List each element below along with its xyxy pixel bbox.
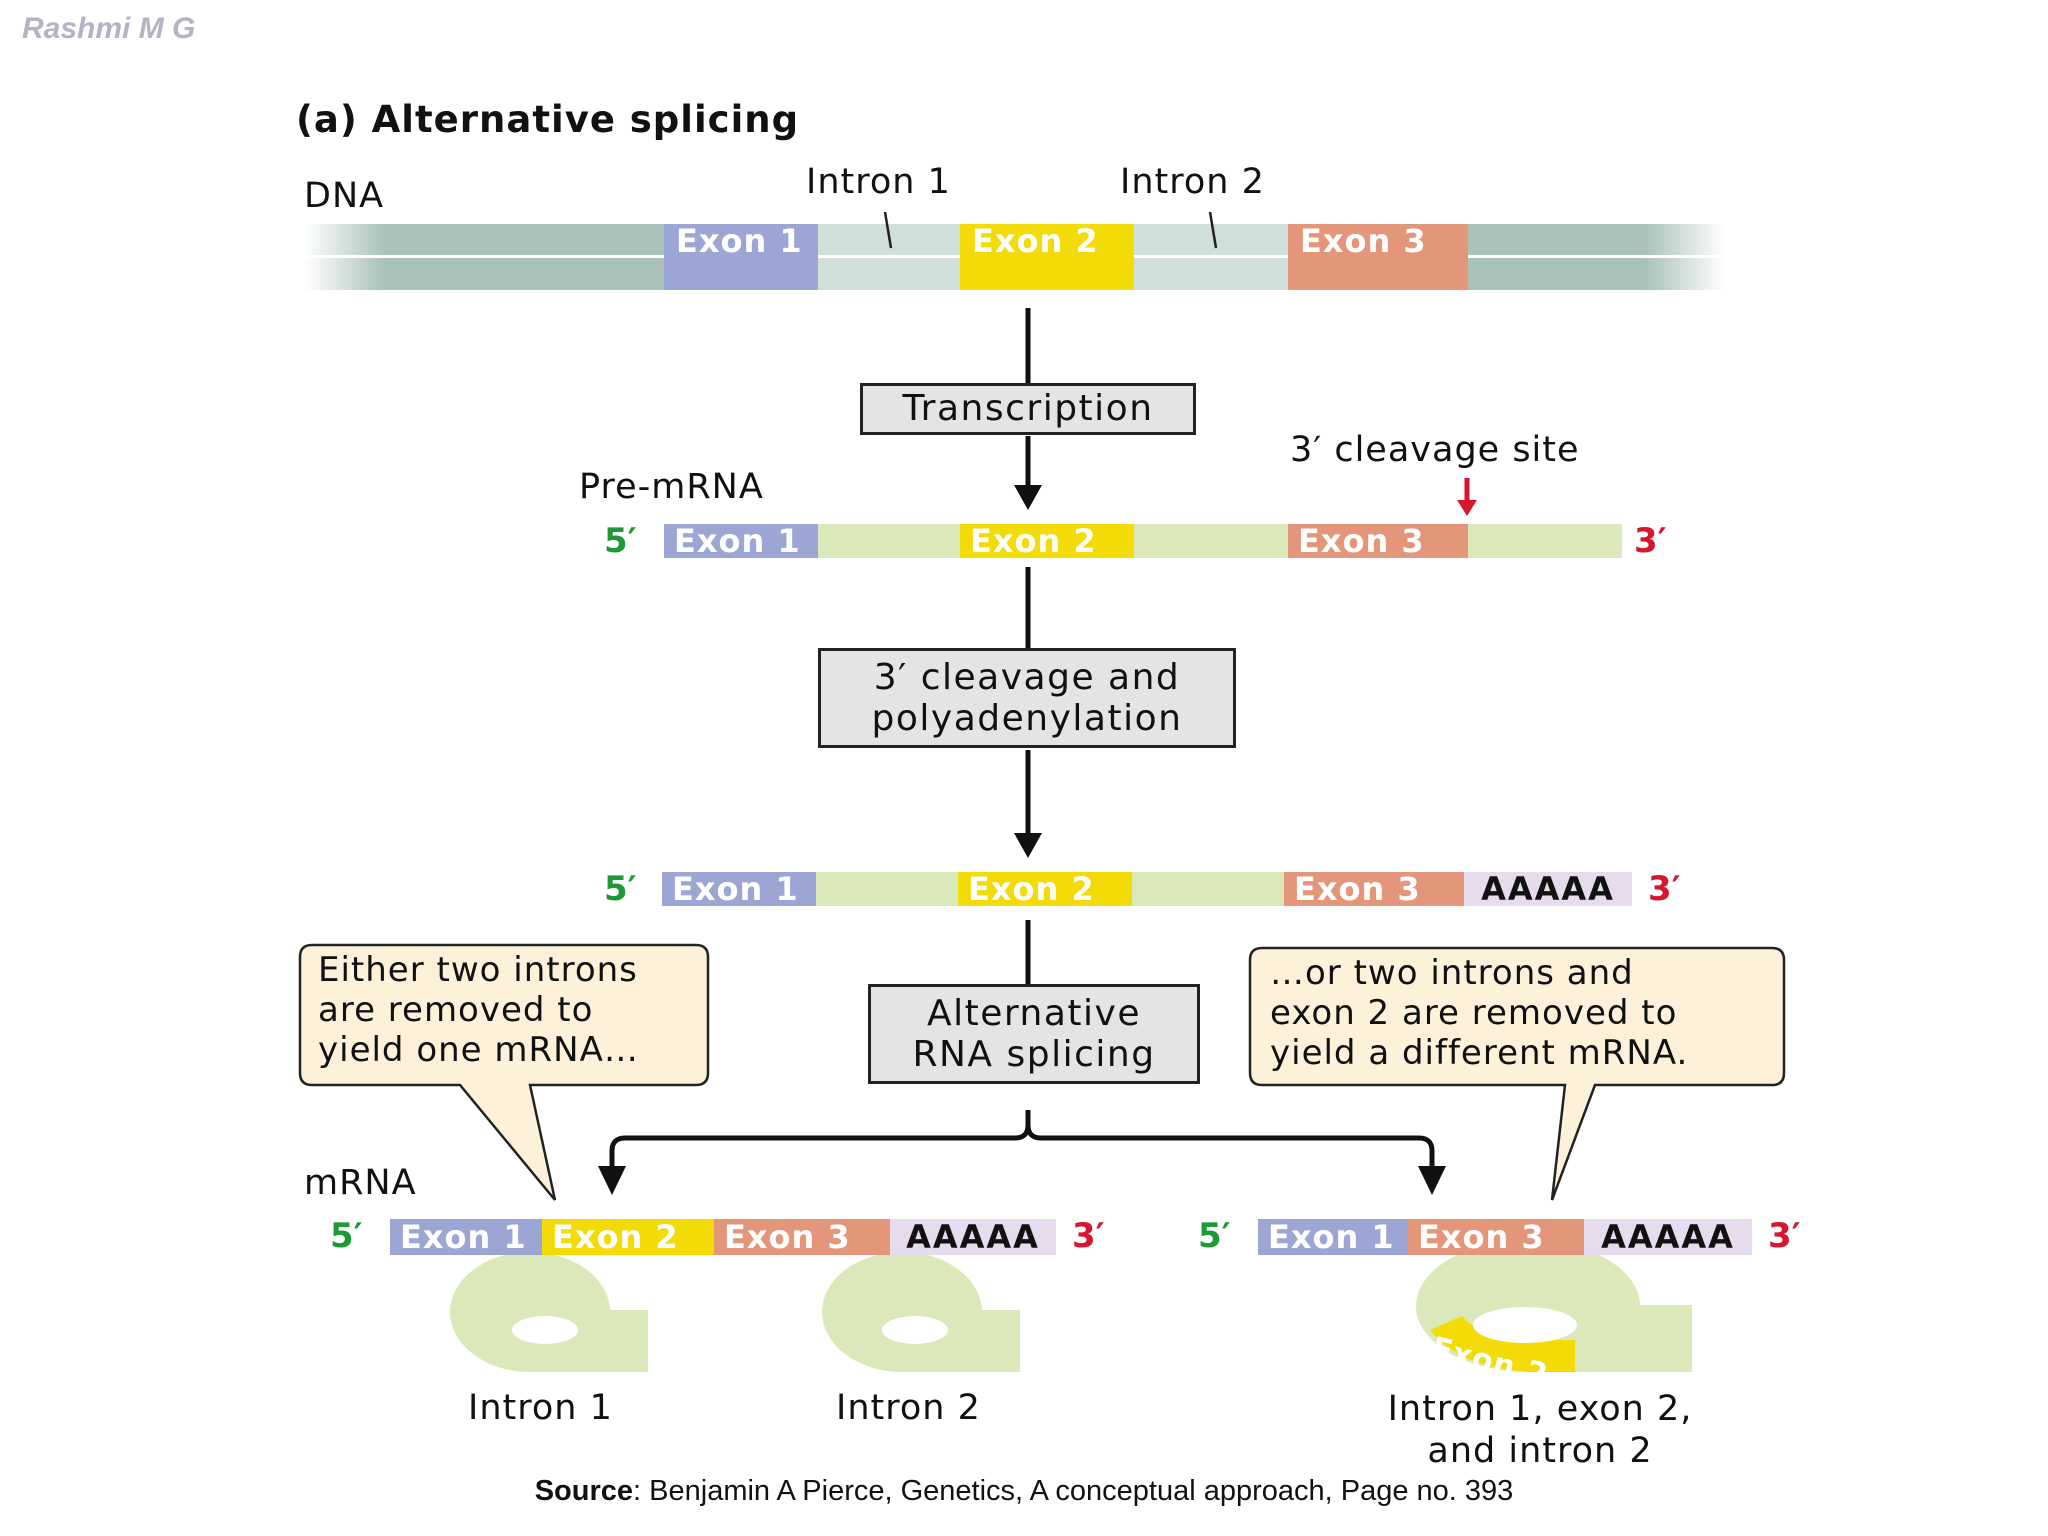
dna-exon3: Exon 3 xyxy=(1288,224,1468,290)
intron1-label: Intron 1 xyxy=(806,162,951,202)
mrna-left-exon3-text: Exon 3 xyxy=(724,1219,851,1255)
callout-left-line1: Either two introns xyxy=(318,950,638,990)
mrna-right-5prime: 5′ xyxy=(1198,1216,1231,1256)
intron2-label: Intron 2 xyxy=(1120,162,1265,202)
dna-exon1-text: Exon 1 xyxy=(676,224,803,260)
polyadenylated-exon3: Exon 3 xyxy=(1284,872,1464,906)
splicing-line1: Alternative xyxy=(926,993,1141,1034)
dna-exon2: Exon 2 xyxy=(960,224,1134,290)
cleavage-polyadenylation-box: 3′ cleavage and polyadenylation xyxy=(818,648,1236,748)
figure-title: (a) Alternative splicing xyxy=(296,98,800,141)
pre-mrna-label: Pre-mRNA xyxy=(579,467,764,507)
mrna-label: mRNA xyxy=(304,1163,417,1203)
source-citation: Source: Benjamin A Pierce, Genetics, A c… xyxy=(0,1475,2048,1508)
lariat-combined xyxy=(1416,1240,1692,1373)
source-text: : Benjamin A Pierce, Genetics, A concept… xyxy=(633,1475,1514,1507)
cleavage-line2: polyadenylation xyxy=(871,698,1183,739)
polyadenylated-exon2-text: Exon 2 xyxy=(968,872,1095,906)
mrna-right-exon1: Exon 1 xyxy=(1258,1219,1408,1255)
lariat-combined-line2: and intron 2 xyxy=(1427,1431,1653,1471)
polyadenylated-polya-tail: AAAAA xyxy=(1464,872,1632,906)
cleavage-line1: 3′ cleavage and xyxy=(873,657,1181,698)
transcription-box: Transcription xyxy=(860,383,1196,435)
polyadenylated-exon2: Exon 2 xyxy=(958,872,1132,906)
mrna-left-exon1: Exon 1 xyxy=(390,1219,542,1255)
mrna-left-3prime: 3′ xyxy=(1072,1216,1105,1256)
callout-left-text: Either two introns are removed to yield … xyxy=(318,950,639,1070)
polyadenylated-3prime: 3′ xyxy=(1648,869,1681,909)
lariat-intron2 xyxy=(822,1252,1020,1372)
pre-mrna-exon3-text: Exon 3 xyxy=(1298,524,1425,558)
callout-left-line3: yield one mRNA… xyxy=(318,1030,639,1070)
callout-right-shape xyxy=(1248,946,1786,1201)
callout-left-line2: are removed to xyxy=(318,990,594,1030)
pre-mrna-exon2: Exon 2 xyxy=(960,524,1134,558)
author-watermark: Rashmi M G xyxy=(22,12,196,45)
mrna-right-3prime: 3′ xyxy=(1768,1216,1801,1256)
dna-exon1: Exon 1 xyxy=(664,224,818,290)
splicing-line2: RNA splicing xyxy=(912,1034,1156,1075)
mrna-left-exon1-text: Exon 1 xyxy=(400,1219,527,1255)
transcription-text: Transcription xyxy=(902,388,1154,429)
pre-mrna-exon2-text: Exon 2 xyxy=(970,524,1097,558)
polyadenylated-exon1: Exon 1 xyxy=(662,872,816,906)
polyadenylated-5prime: 5′ xyxy=(604,869,637,909)
flow-arrows xyxy=(609,308,1435,1168)
dna-exon2-text: Exon 2 xyxy=(972,224,1099,260)
callout-right-line1: …or two introns and xyxy=(1270,953,1634,993)
cleavage-site-label: 3′ cleavage site xyxy=(1290,430,1580,470)
lariat-intron2-label: Intron 2 xyxy=(836,1388,981,1428)
alternative-splicing-box: Alternative RNA splicing xyxy=(868,984,1200,1084)
arrow-heads xyxy=(598,485,1446,1195)
source-prefix: Source xyxy=(534,1475,634,1507)
intron2-pointer xyxy=(1208,211,1218,249)
lariat-intron1-label: Intron 1 xyxy=(468,1388,613,1428)
mrna-right-exon1-text: Exon 1 xyxy=(1268,1219,1395,1255)
callout-right-text: …or two introns and exon 2 are removed t… xyxy=(1270,953,1688,1073)
callout-left-shape xyxy=(298,943,710,1201)
intron1-pointer xyxy=(883,211,893,249)
mrna-left-exon2: Exon 2 xyxy=(542,1219,714,1255)
polyadenylated-exon1-text: Exon 1 xyxy=(672,872,799,906)
mrna-right-exon3-text: Exon 3 xyxy=(1418,1219,1545,1255)
dna-exon3-text: Exon 3 xyxy=(1300,224,1427,260)
pre-mrna-exon3: Exon 3 xyxy=(1288,524,1468,558)
dna-label: DNA xyxy=(304,176,385,216)
pre-mrna-exon1: Exon 1 xyxy=(664,524,818,558)
lariat-combined-line1: Intron 1, exon 2, xyxy=(1387,1389,1693,1429)
callout-right-line3: yield a different mRNA. xyxy=(1270,1033,1689,1073)
lariat-intron1 xyxy=(450,1252,648,1372)
pre-mrna-5prime: 5′ xyxy=(604,521,637,561)
callout-right-line2: exon 2 are removed to xyxy=(1270,993,1678,1033)
pre-mrna-3prime: 3′ xyxy=(1634,521,1667,561)
mrna-right-exon3: Exon 3 xyxy=(1408,1219,1584,1255)
mrna-left-exon3: Exon 3 xyxy=(714,1219,890,1255)
lariat-combined-label: Intron 1, exon 2, and intron 2 xyxy=(1340,1388,1740,1472)
mrna-left-polya-tail: AAAAA xyxy=(890,1219,1056,1255)
mrna-left-exon2-text: Exon 2 xyxy=(552,1219,679,1255)
cleavage-site-arrow xyxy=(1457,478,1477,516)
mrna-right-polya-tail: AAAAA xyxy=(1584,1219,1752,1255)
pre-mrna-exon1-text: Exon 1 xyxy=(674,524,801,558)
polyadenylated-exon3-text: Exon 3 xyxy=(1294,872,1421,906)
mrna-left-5prime: 5′ xyxy=(330,1216,363,1256)
